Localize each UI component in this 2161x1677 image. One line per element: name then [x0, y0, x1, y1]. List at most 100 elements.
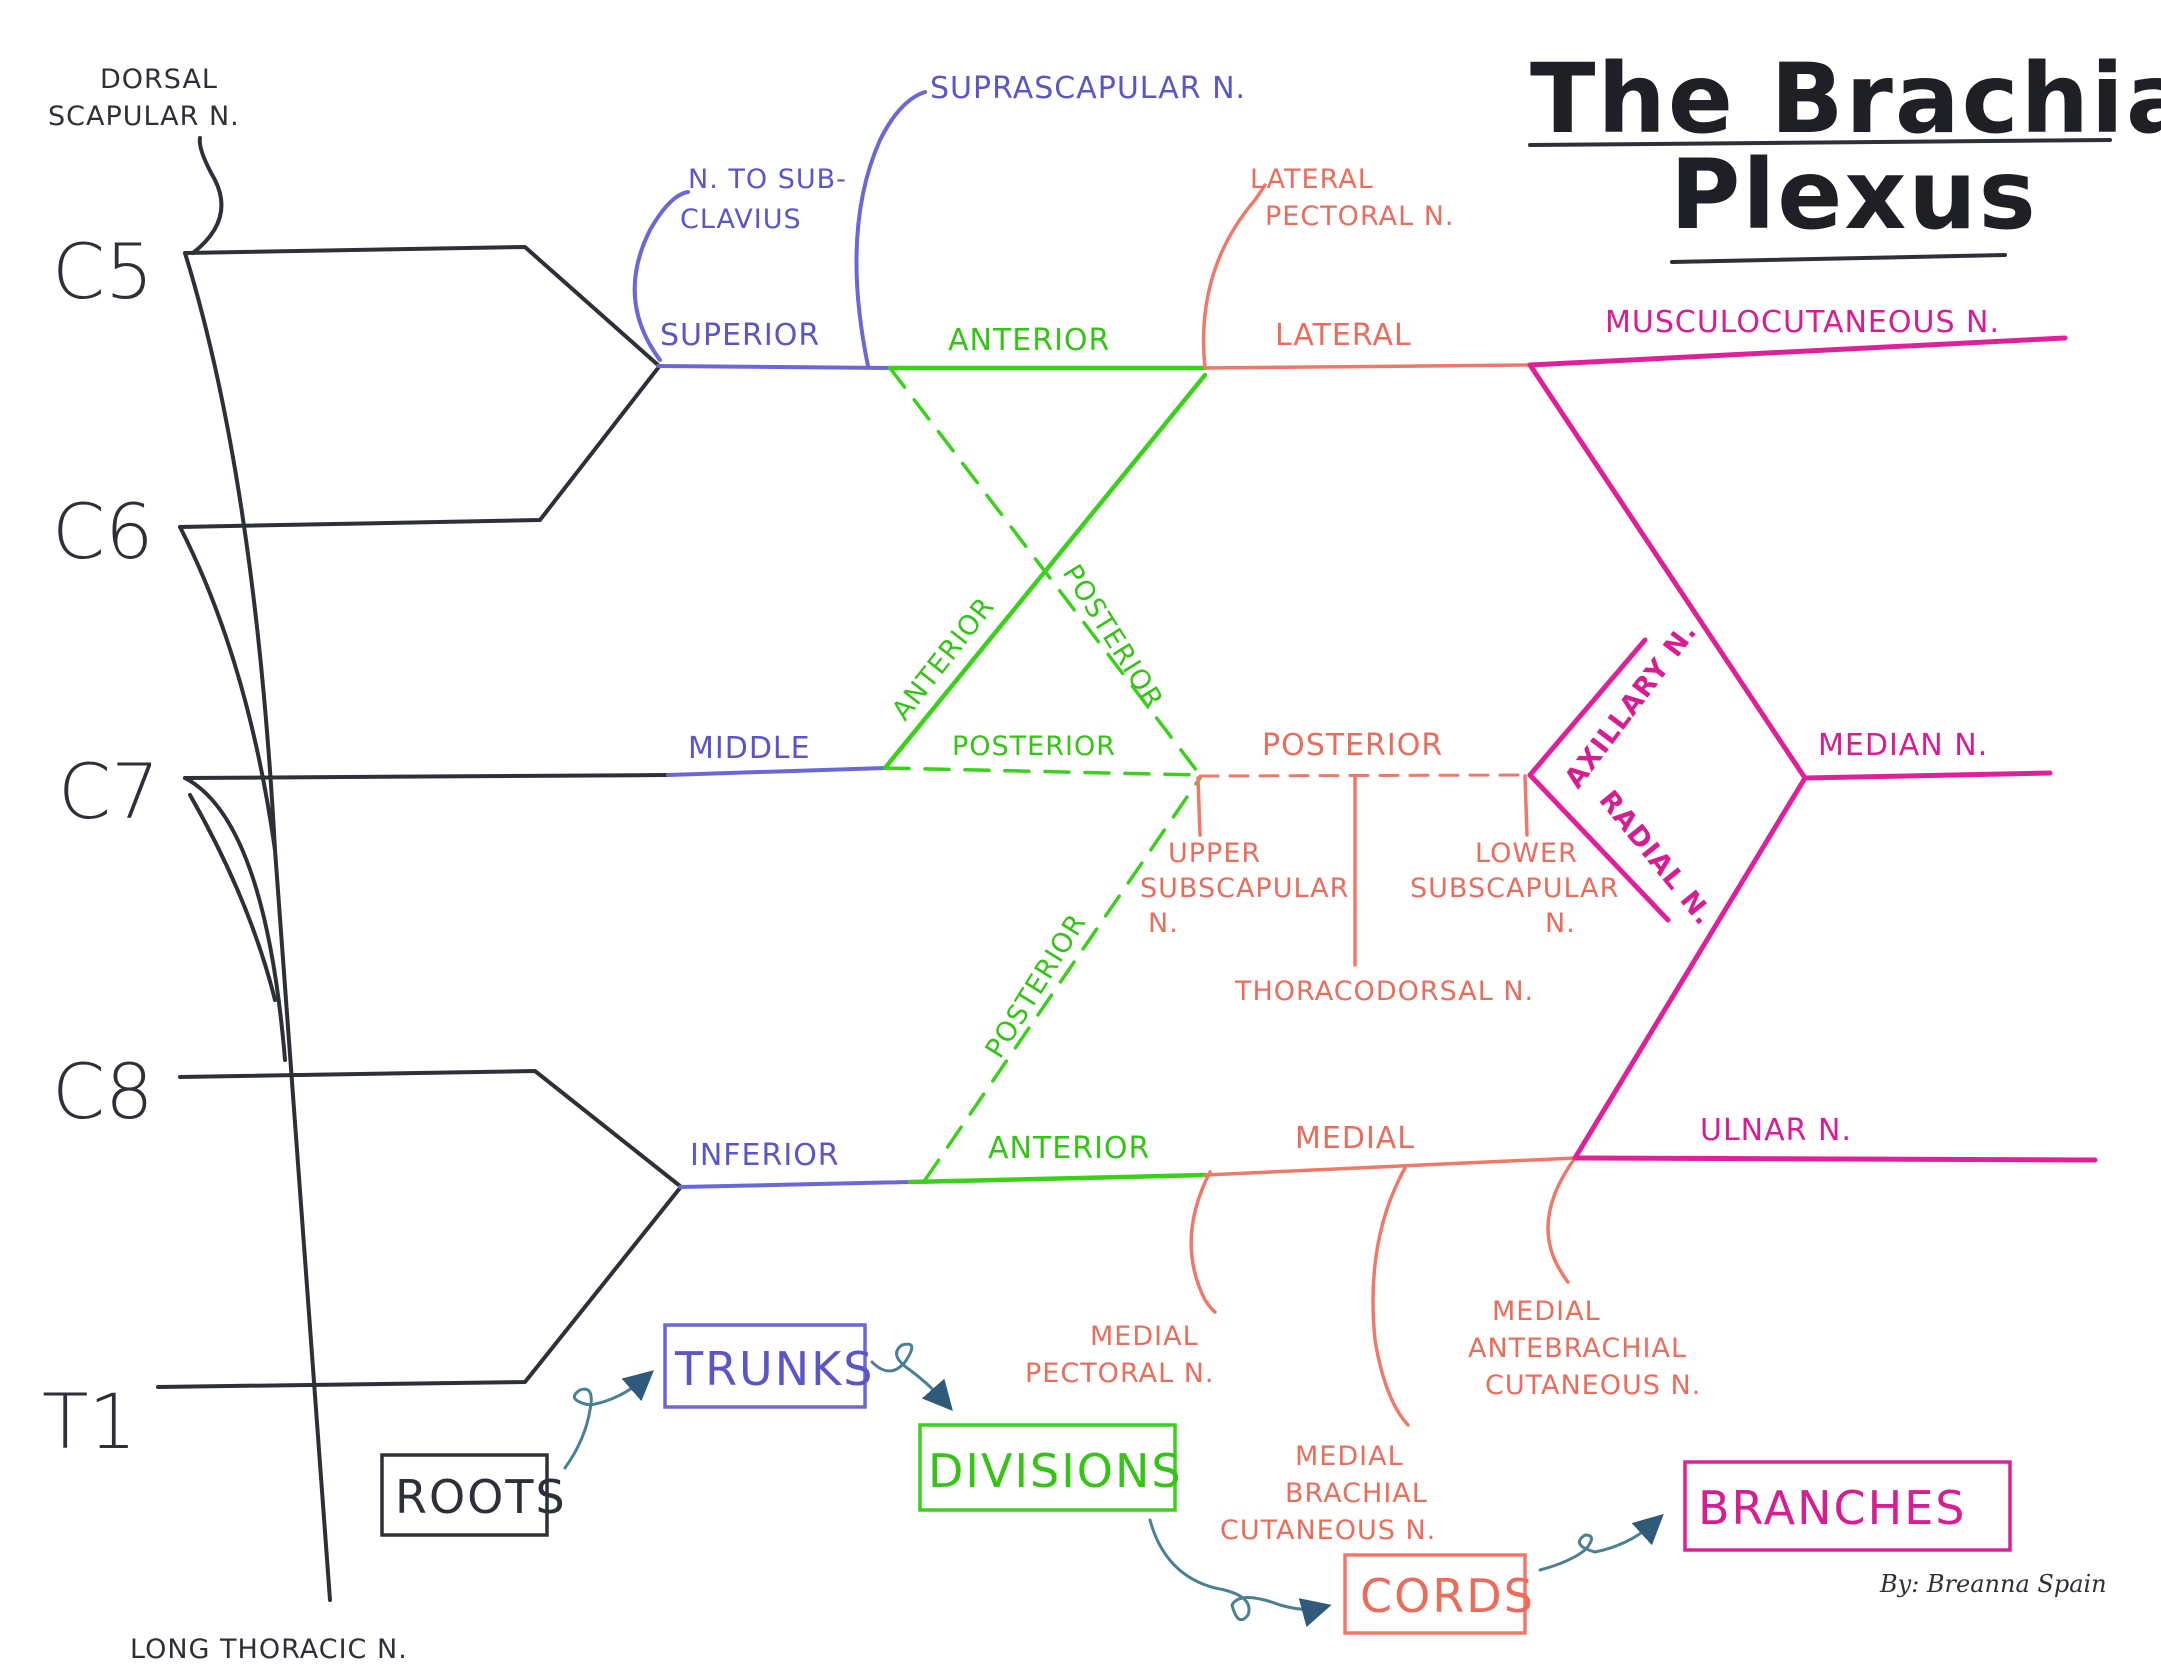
legend-cords-box: [1343, 1553, 1527, 1635]
dorsal-scapular-label-line1: DORSAL: [100, 64, 218, 95]
legend-trunks-box: [663, 1323, 867, 1409]
cord-label-medial: MEDIAL: [1295, 1121, 1415, 1156]
branch-line-musculocutaneous: [1527, 335, 2068, 368]
root-line-t1: [156, 1186, 682, 1389]
medial-brachial-cutaneous-nerve-line: [1371, 1166, 1410, 1427]
subclavius-label-line1: N. TO SUB-: [688, 164, 847, 195]
medial-pectoral-label-line2: PECTORAL N.: [1025, 1358, 1214, 1389]
branch-line-ulnar: [1572, 1155, 2098, 1163]
roots-group: C5 C6 C7 C8 T1: [42, 136, 682, 1602]
trunk-label-superior: SUPERIOR: [660, 318, 820, 353]
root-line-c5: [183, 245, 660, 367]
long-thoracic-c7-branch: [183, 776, 287, 1062]
legend-divisions-box: [918, 1423, 1177, 1512]
legend-roots-box: [380, 1453, 549, 1537]
author-signature: By: Breanna Spain: [1879, 1570, 2107, 1598]
cord-line-lateral: [1203, 363, 1532, 370]
medial-brachial-label-line1: MEDIAL: [1295, 1441, 1404, 1472]
lower-subscapular-label-line2: SUBSCAPULAR: [1410, 873, 1619, 904]
long-thoracic-c7-branch-2: [188, 793, 277, 1002]
cord-line-posterior: [1198, 773, 1532, 778]
medial-pectoral-nerve-line: [1189, 1170, 1217, 1314]
branch-line-median-medial-root: [1572, 775, 1808, 1161]
medial-antebrachial-label-line2: ANTEBRACHIAL: [1468, 1333, 1687, 1364]
branches-group: MUSCULOCUTANEOUS N. MEDIAN N. ULNAR N. A…: [1527, 305, 2098, 1163]
division-label-inferior-posterior: POSTERIOR: [980, 908, 1093, 1063]
trunk-label-middle: MIDDLE: [688, 731, 811, 766]
branch-label-ulnar: ULNAR N.: [1700, 1113, 1852, 1148]
division-line-inferior-posterior: [923, 776, 1202, 1182]
cord-label-posterior: POSTERIOR: [1262, 728, 1443, 763]
medial-pectoral-label-line1: MEDIAL: [1090, 1321, 1199, 1352]
division-label-middle-anterior: ANTERIOR: [886, 591, 1001, 726]
division-label-superior-anterior: ANTERIOR: [948, 323, 1110, 358]
medial-antebrachial-label-line1: MEDIAL: [1492, 1296, 1601, 1327]
root-line-c8: [178, 1069, 682, 1188]
legend: ROOTS TRUNKS DIVISIONS CORDS BRANCHES: [380, 1323, 2012, 1635]
root-line-c6: [178, 366, 660, 529]
trunk-line-inferior: [678, 1180, 912, 1189]
long-thoracic-c6-branch: [178, 525, 277, 852]
cord-line-medial: [1203, 1156, 1577, 1177]
division-label-middle-posterior: POSTERIOR: [952, 731, 1116, 762]
arrow-cords-to-branches: [1538, 1513, 1664, 1572]
title-underline-1: [1528, 138, 2112, 147]
branch-label-axillary: AXILLARY N.: [1559, 616, 1704, 794]
division-line-inferior-anterior: [907, 1172, 1208, 1185]
upper-subscapular-label-line1: UPPER: [1168, 838, 1261, 869]
medial-antebrachial-label-line3: CUTANEOUS N.: [1485, 1370, 1701, 1401]
cords-group: LATERAL POSTERIOR MEDIAL LATERAL PECTORA…: [1025, 164, 1701, 1546]
lower-subscapular-label-line1: LOWER: [1475, 838, 1578, 869]
arrow-divisions-to-cords: [1148, 1518, 1332, 1628]
branch-label-musculocutaneous: MUSCULOCUTANEOUS N.: [1605, 305, 2000, 340]
lower-subscapular-label-line3: N.: [1545, 908, 1576, 939]
division-label-superior-posterior: POSTERIOR: [1056, 559, 1169, 714]
thoracodorsal-label: THORACODORSAL N.: [1234, 976, 1534, 1007]
title-underline-2: [1670, 253, 2007, 264]
legend-branches-box: [1683, 1460, 2012, 1552]
legend-divisions-label: DIVISIONS: [928, 1444, 1183, 1498]
medial-antebrachial-cutaneous-nerve-line: [1546, 1156, 1577, 1284]
divisions-group: ANTERIOR ANTERIOR POSTERIOR ANTERIOR POS…: [882, 323, 1208, 1185]
lateral-pectoral-label-line2: PECTORAL N.: [1265, 201, 1454, 232]
legend-cords-label: CORDS: [1360, 1569, 1535, 1623]
branch-line-axillary: [1527, 637, 1648, 778]
lower-subscapular-nerve-line: [1523, 774, 1529, 837]
upper-subscapular-nerve-line: [1196, 776, 1202, 837]
root-label-c6: C6: [52, 487, 153, 576]
long-thoracic-label: LONG THORACIC N.: [130, 1634, 408, 1665]
legend-trunks-label: TRUNKS: [674, 1342, 875, 1396]
upper-subscapular-label-line2: SUBSCAPULAR: [1140, 873, 1349, 904]
arrow-trunks-to-divisions: [870, 1342, 953, 1411]
trunk-line-superior: [656, 364, 892, 370]
medial-brachial-label-line3: CUTANEOUS N.: [1220, 1515, 1436, 1546]
root-label-c7: C7: [58, 747, 159, 836]
arrow-roots-to-trunks: [563, 1370, 655, 1470]
dorsal-scapular-label-line2: SCAPULAR N.: [48, 101, 240, 132]
trunk-line-middle: [666, 766, 887, 777]
root-label-t1: T1: [42, 1377, 137, 1466]
suprascapular-label: SUPRASCAPULAR N.: [930, 71, 1246, 106]
lateral-pectoral-nerve-line: [1201, 183, 1267, 370]
cord-label-lateral: LATERAL: [1275, 318, 1412, 353]
medial-brachial-label-line2: BRACHIAL: [1285, 1478, 1428, 1509]
title: The Brachial Plexus: [1528, 43, 2161, 264]
root-label-c5: C5: [52, 227, 153, 316]
legend-branches-label: BRANCHES: [1698, 1481, 1967, 1535]
lateral-pectoral-label-line1: LATERAL: [1250, 164, 1374, 195]
title-line2: Plexus: [1670, 139, 2038, 251]
division-line-middle-posterior: [883, 766, 1202, 777]
root-label-c8: C8: [52, 1047, 153, 1136]
trunks-group: SUPERIOR MIDDLE INFERIOR SUPRASCAPULAR N…: [632, 71, 1246, 1189]
division-label-inferior-anterior: ANTERIOR: [988, 1131, 1150, 1166]
suprascapular-nerve-line: [854, 90, 927, 368]
dorsal-scapular-nerve-line: [191, 136, 224, 255]
long-thoracic-nerve-line: [183, 251, 332, 1602]
root-nerve-labels: DORSAL SCAPULAR N. LONG THORACIC N.: [48, 64, 408, 1665]
branch-line-radial: [1527, 772, 1671, 923]
subclavius-nerve-line: [632, 190, 690, 362]
subclavius-label-line2: CLAVIUS: [680, 204, 802, 235]
trunk-label-inferior: INFERIOR: [690, 1138, 840, 1173]
upper-subscapular-label-line3: N.: [1148, 908, 1179, 939]
